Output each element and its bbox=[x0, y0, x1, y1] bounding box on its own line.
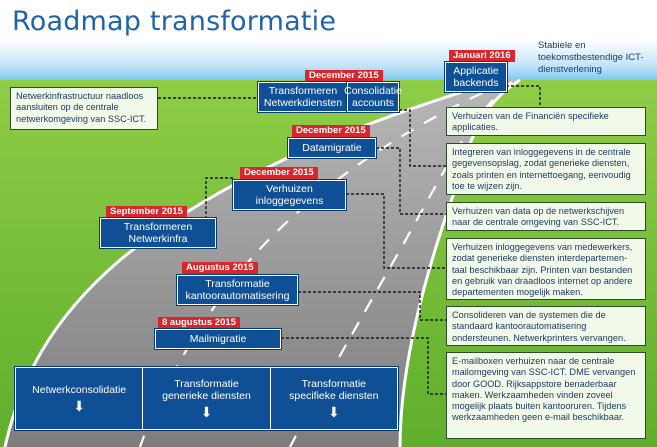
milestone-badge: December 2015 bbox=[305, 70, 383, 82]
arrow-down-icon: ⬇ bbox=[327, 404, 340, 420]
milestone-badge: December 2015 bbox=[240, 167, 318, 179]
arrow-down-icon: ⬇ bbox=[73, 398, 86, 414]
callout-inloggegevens-verhuizen: Verhuizen inloggegevens van medewerkers,… bbox=[446, 238, 646, 300]
milestone-badge: September 2015 bbox=[106, 206, 187, 218]
milestone-verhuizen-inloggegevens: Verhuizen inloggegevens bbox=[233, 180, 346, 210]
connector-lines bbox=[158, 85, 541, 395]
callout-mailmigratie: E-mailboxen verhuizen naar de centrale m… bbox=[446, 352, 646, 439]
phase-label: Transformatie specifieke diensten bbox=[289, 378, 379, 402]
page-title: Roadmap transformatie bbox=[12, 6, 337, 37]
phase-netwerkconsolidatie: Netwerkconsolidatie ⬇ bbox=[16, 368, 142, 429]
milestone-badge: 8 augustus 2015 bbox=[158, 317, 240, 329]
milestone-applicatie-backends: Applicatie backends bbox=[445, 62, 507, 92]
bottom-phases: Netwerkconsolidatie ⬇ Transformatie gene… bbox=[15, 367, 398, 430]
callout-data-netwerkschijven: Verhuizen van data op de netwerkschijven… bbox=[446, 202, 646, 231]
left-note: Netwerkinfrastructuur naadloos aansluite… bbox=[10, 87, 158, 130]
milestone-transformatie-kantoorautomatisering: Transformatie kantoorautomatisering bbox=[177, 275, 298, 305]
callout-financien-applicaties: Verhuizen van de Financiën specifieke ap… bbox=[446, 107, 646, 136]
phase-transformatie-generieke-diensten: Transformatie generieke diensten ⬇ bbox=[142, 368, 269, 429]
milestone-datamigratie: Datamigratie bbox=[288, 138, 376, 158]
milestone-badge: December 2015 bbox=[292, 125, 370, 137]
arrow-down-icon: ⬇ bbox=[200, 404, 213, 420]
milestone-transformeren-netwerkinfra: Transformeren Netwerkinfra bbox=[100, 218, 216, 248]
callout-kantoorautomatisering: Consolideren van de systemen die de stan… bbox=[446, 306, 646, 346]
callout-inloggegevens-integreren: Integreren van inloggegevens in de centr… bbox=[446, 143, 646, 195]
milestone-badge: Augustus 2015 bbox=[182, 262, 258, 274]
milestone-consolidatie-accounts: Consolidatie accounts bbox=[344, 82, 402, 112]
road bbox=[5, 80, 520, 447]
phase-label: Transformatie generieke diensten bbox=[162, 378, 251, 402]
milestone-mailmigratie: Mailmigratie bbox=[155, 329, 281, 349]
top-note: Stabiele en toekomstbestendige ICT-diens… bbox=[538, 40, 644, 75]
phase-label: Netwerkconsolidatie bbox=[32, 384, 127, 396]
milestone-badge: Januari 2016 bbox=[449, 50, 515, 62]
phase-transformatie-specifieke-diensten: Transformatie specifieke diensten ⬇ bbox=[269, 368, 397, 429]
milestone-transformeren-netwerkdiensten: Transformeren Netwerkdiensten bbox=[258, 82, 348, 112]
